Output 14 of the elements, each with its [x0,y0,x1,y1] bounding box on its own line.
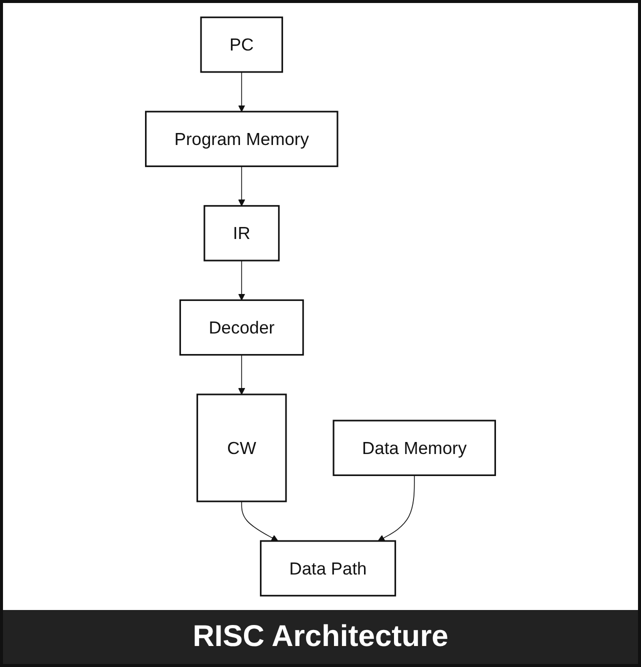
arrow [241,501,278,542]
node-box: Program Memory [145,110,338,168]
node-box: PC [200,16,284,73]
node-box: Decoder [179,299,304,356]
node-box: Data Path [260,540,396,596]
arrow [238,72,246,112]
arrow [238,354,246,395]
arrow [378,474,415,542]
node-box: IR [204,205,280,262]
arrow [238,260,246,300]
caption-banner: RISC Architecture [3,610,638,664]
arrow [238,166,246,206]
node-box: Data Memory [332,420,496,476]
node-box: CW [196,394,287,502]
